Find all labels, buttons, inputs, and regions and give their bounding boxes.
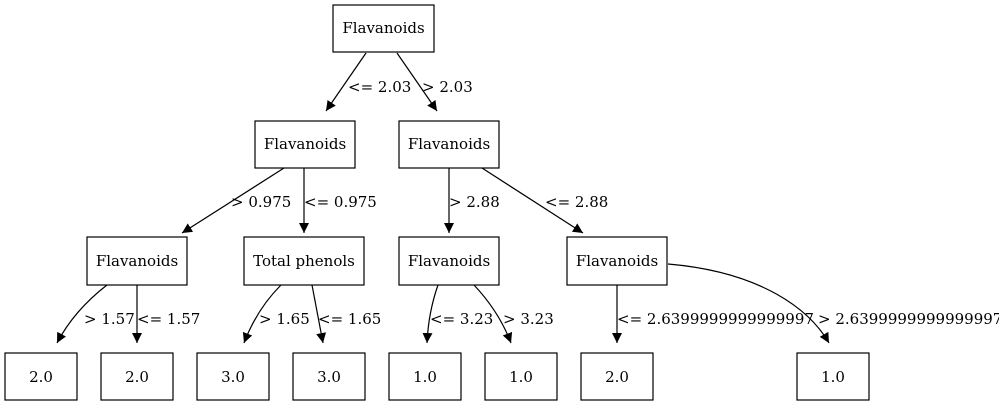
edge-n4-n10: <= 1.65 bbox=[311, 284, 381, 344]
node-label: Flavanoids bbox=[408, 135, 490, 153]
edge-label: > 2.03 bbox=[422, 78, 473, 96]
edge-n2-n5: > 2.88 bbox=[444, 168, 500, 233]
edge-label: <= 1.65 bbox=[318, 310, 381, 328]
edge-n6-n13: <= 2.6399999999999997 bbox=[612, 285, 814, 343]
tree-node: Flavanoids bbox=[254, 120, 356, 169]
leaf-node: 1.0 bbox=[484, 352, 558, 401]
edge-label: > 1.65 bbox=[259, 310, 310, 328]
leaf-label: 3.0 bbox=[221, 368, 245, 386]
node-label: Flavanoids bbox=[342, 19, 424, 37]
node-label: Flavanoids bbox=[96, 252, 178, 270]
leaf-node: 3.0 bbox=[292, 352, 366, 401]
node-label: Flavanoids bbox=[264, 135, 346, 153]
edge-n5-n11: <= 3.23 bbox=[422, 284, 493, 344]
tree-node: Flavanoids bbox=[566, 236, 668, 286]
edge-label: > 1.57 bbox=[84, 310, 135, 328]
edge-label: > 2.6399999999999997 bbox=[818, 310, 999, 328]
leaf-label: 3.0 bbox=[317, 368, 341, 386]
edge-n6-n14: > 2.6399999999999997 bbox=[667, 263, 999, 344]
edge-n5-n12: > 3.23 bbox=[473, 284, 554, 344]
leaf-label: 2.0 bbox=[125, 368, 149, 386]
edge-n0-n2: > 2.03 bbox=[396, 52, 473, 112]
leaf-label: 1.0 bbox=[413, 368, 437, 386]
edge-n3-n7: > 1.57 bbox=[56, 284, 135, 344]
edge-label: <= 0.975 bbox=[304, 193, 377, 211]
leaf-node: 3.0 bbox=[196, 352, 270, 401]
leaf-node: 2.0 bbox=[100, 352, 174, 401]
node-label: Flavanoids bbox=[408, 252, 490, 270]
edge-n0-n1: <= 2.03 bbox=[325, 52, 411, 112]
leaf-node: 1.0 bbox=[388, 352, 462, 401]
leaf-label: 2.0 bbox=[605, 368, 629, 386]
edge-label: <= 2.03 bbox=[348, 78, 411, 96]
edge-label: > 0.975 bbox=[231, 193, 291, 211]
leaf-node: 2.0 bbox=[4, 352, 78, 401]
edge-n1-n3: > 0.975 bbox=[181, 167, 291, 234]
node-label: Flavanoids bbox=[576, 252, 658, 270]
leaf-node: 1.0 bbox=[796, 352, 870, 401]
leaf-label: 1.0 bbox=[821, 368, 845, 386]
tree-node: Flavanoids bbox=[86, 236, 188, 286]
edge-label: <= 3.23 bbox=[430, 310, 493, 328]
edge-n4-n9: > 1.65 bbox=[242, 284, 310, 344]
leaf-node: 2.0 bbox=[580, 352, 654, 401]
tree-node: Flavanoids bbox=[398, 236, 500, 286]
edge-label: <= 2.6399999999999997 bbox=[617, 310, 814, 328]
leaf-label: 2.0 bbox=[29, 368, 53, 386]
edge-label: > 2.88 bbox=[449, 193, 500, 211]
tree-node-root: Flavanoids bbox=[332, 4, 435, 53]
node-label: Total phenols bbox=[253, 252, 355, 270]
edge-label: <= 1.57 bbox=[137, 310, 200, 328]
edge-n1-n4: <= 0.975 bbox=[299, 168, 377, 233]
tree-node: Total phenols bbox=[243, 236, 365, 286]
leaf-label: 1.0 bbox=[509, 368, 533, 386]
edge-n3-n8: <= 1.57 bbox=[132, 285, 200, 343]
tree-node: Flavanoids bbox=[398, 120, 500, 169]
edge-label: > 3.23 bbox=[503, 310, 554, 328]
edge-label: <= 2.88 bbox=[545, 193, 608, 211]
edge-n2-n6: <= 2.88 bbox=[481, 167, 608, 234]
